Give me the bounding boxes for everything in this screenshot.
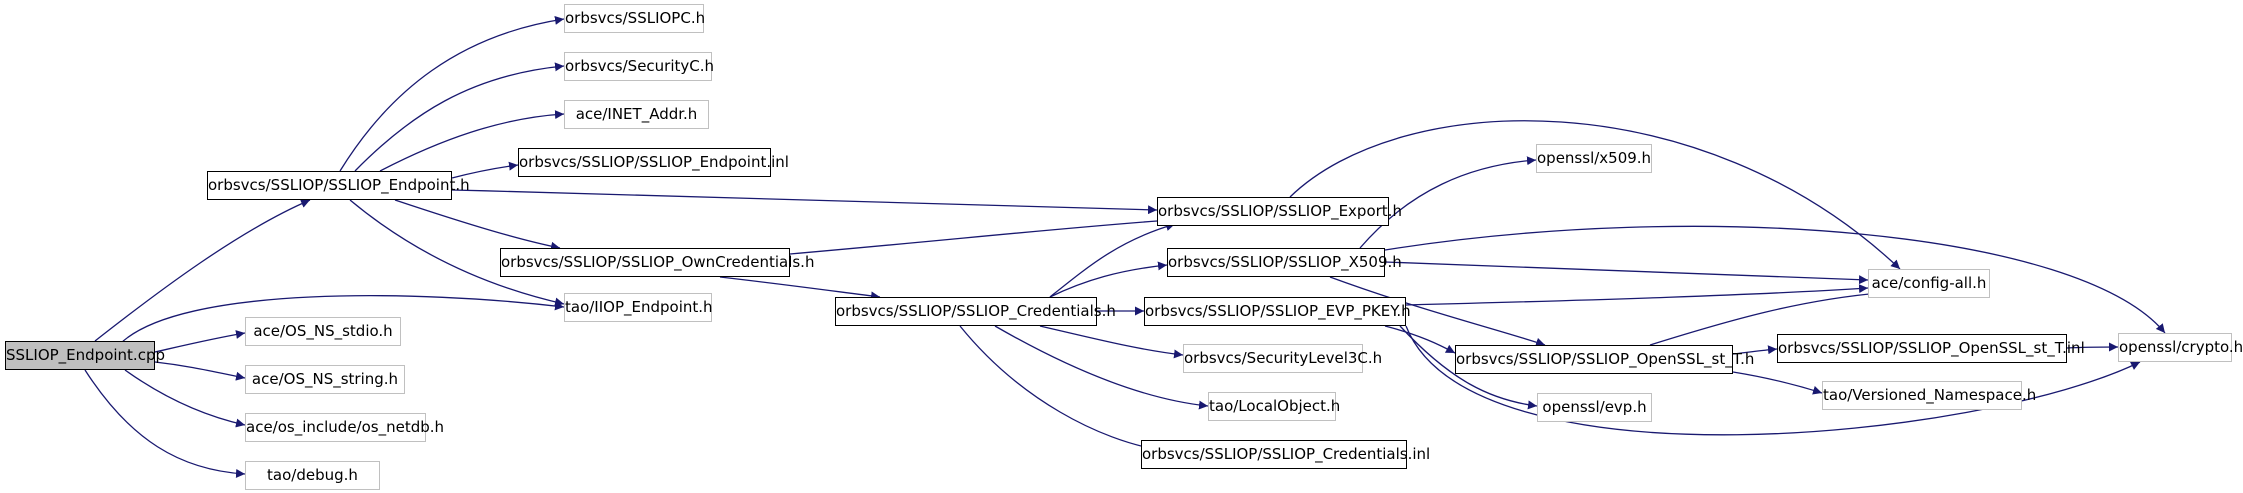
node-config-all-h[interactable]: ace/config-all.h [1868, 269, 1990, 298]
node-sslio-credentials-h[interactable]: orbsvcs/SSLIOP/SSLIOP_Credentials.h [835, 297, 1116, 326]
node-sslio-owncredentials-h[interactable]: orbsvcs/SSLIOP/SSLIOP_OwnCredentials.h [500, 248, 814, 277]
node-sslio-export-h[interactable]: orbsvcs/SSLIOP/SSLIOP_Export.h [1157, 197, 1402, 226]
edge-openssl-st-t-h-to-config-all-h [1649, 289, 1881, 346]
node-iiop-endpoint-h[interactable]: tao/IIOP_Endpoint.h [564, 293, 713, 322]
node-securitylevel3c-h[interactable]: orbsvcs/SecurityLevel3C.h [1183, 344, 1382, 373]
node-sslio-evp-pkey-h[interactable]: orbsvcs/SSLIOP/SSLIOP_EVP_PKEY.h [1144, 297, 1411, 326]
edge-root-to-endpoint-h [94, 199, 311, 342]
edge-credentials-h-to-localobject-h [994, 325, 1209, 410]
edge-openssl-st-t-inl-to-openssl-crypto-h [2066, 342, 2119, 352]
edge-root-to-os-ns-string-h [154, 361, 246, 381]
node-os-ns-string-h[interactable]: ace/OS_NS_string.h [245, 365, 405, 394]
edge-openssl-st-t-h-to-openssl-st-t-inl [1732, 345, 1778, 355]
edge-evp-pkey-h-to-config-all-h [1405, 284, 1869, 306]
node-debug-h[interactable]: tao/debug.h [245, 461, 380, 490]
node-sslio-openssl-st-t-inl[interactable]: orbsvcs/SSLIOP/SSLIOP_OpenSSL_st_T.inl [1777, 334, 2085, 363]
edge-x509-h-to-config-all-h [1384, 261, 1869, 285]
edge-owncredentials-h-to-export-h [789, 216, 1171, 255]
edge-credentials-h-to-credentials-inl [959, 325, 1161, 453]
edge-endpoint-h-to-owncredentials-h [394, 199, 561, 251]
node-sslio-endpoint-cpp[interactable]: SSLIOP_Endpoint.cpp [5, 341, 165, 370]
edge-endpoint-h-to-iiop-endpoint-h [349, 199, 565, 307]
edge-owncredentials-h-to-credentials-h [719, 276, 881, 301]
edge-endpoint-h-to-inet-addr-h [379, 110, 565, 172]
node-os-netdb-h[interactable]: ace/os_include/os_netdb.h [245, 413, 444, 442]
node-sslio-credentials-inl[interactable]: orbsvcs/SSLIOP/SSLIOP_Credentials.inl [1141, 440, 1430, 469]
node-inet-addr-h[interactable]: ace/INET_Addr.h [564, 100, 709, 129]
edge-export-h-to-config-all-h [1289, 120, 1901, 270]
edge-endpoint-h-to-export-h [451, 189, 1158, 215]
edge-root-to-iiop-endpoint-h [119, 295, 565, 345]
node-openssl-x509-h[interactable]: openssl/x509.h [1536, 144, 1652, 173]
node-sslio-endpoint-inl[interactable]: orbsvcs/SSLIOP/SSLIOP_Endpoint.inl [518, 148, 789, 177]
edge-root-to-os-netdb-h [124, 369, 246, 428]
node-sslio-x509-h[interactable]: orbsvcs/SSLIOP/SSLIOP_X509.h [1167, 248, 1402, 277]
edge-x509-h-to-openssl-x509-h [1359, 156, 1537, 249]
node-securityc-h[interactable]: orbsvcs/SecurityC.h [564, 52, 714, 81]
edge-x509-h-to-openssl-st-t-h [1329, 276, 1546, 347]
edge-credentials-h-to-x509-h [1049, 261, 1168, 298]
edge-endpoint-h-to-ssliopc-h [339, 15, 565, 172]
edge-endpoint-h-to-endpoint-inl [451, 161, 519, 179]
edge-credentials-h-to-export-h [1049, 222, 1176, 298]
edge-evp-pkey-h-to-openssl-crypto-h [1405, 325, 2141, 436]
node-openssl-evp-h[interactable]: openssl/evp.h [1537, 393, 1652, 422]
edge-openssl-st-t-h-to-versioned-namespace-h [1732, 371, 1823, 395]
node-sslio-openssl-st-t-h[interactable]: orbsvcs/SSLIOP/SSLIOP_OpenSSL_st_T.h [1455, 345, 1754, 374]
edge-root-to-os-ns-stdio-h [154, 330, 246, 353]
edge-endpoint-h-to-securityc-h [354, 62, 565, 172]
node-os-ns-stdio-h[interactable]: ace/OS_NS_stdio.h [245, 317, 401, 346]
node-ssliopc-h[interactable]: orbsvcs/SSLIOPC.h [564, 4, 705, 33]
node-versioned-namespace-h[interactable]: tao/Versioned_Namespace.h [1822, 381, 2036, 410]
node-openssl-crypto-h[interactable]: openssl/crypto.h [2118, 333, 2243, 362]
node-localobject-h[interactable]: tao/LocalObject.h [1208, 392, 1340, 421]
edge-credentials-h-to-securitylevel3c-h [1039, 325, 1184, 359]
edge-root-to-debug-h [84, 369, 246, 478]
edge-evp-pkey-h-to-openssl-st-t-h [1384, 325, 1456, 354]
edge-x509-h-to-openssl-crypto-h [1384, 225, 2166, 334]
edge-evp-pkey-h-to-openssl-evp-h [1399, 325, 1538, 410]
node-sslio-endpoint-h[interactable]: orbsvcs/SSLIOP/SSLIOP_Endpoint.h [207, 171, 470, 200]
